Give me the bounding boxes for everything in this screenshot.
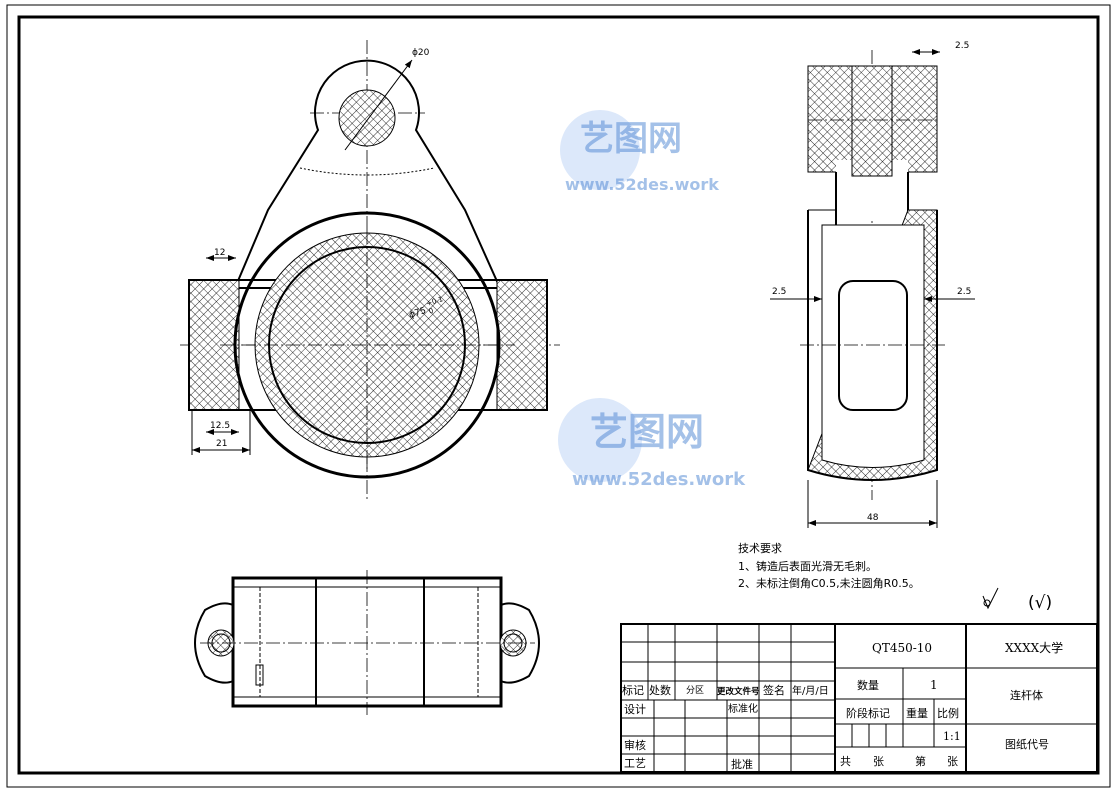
label-review: 审核 xyxy=(624,738,646,752)
svg-text:www.52des.work: www.52des.work xyxy=(565,175,719,194)
part-name: 连杆体 xyxy=(1010,688,1043,702)
label-standardize: 标准化 xyxy=(728,702,758,715)
roughness-icon xyxy=(982,587,999,610)
label-zone: 分区 xyxy=(686,685,704,696)
outer-border xyxy=(6,4,1111,788)
label-total: 共 xyxy=(840,755,851,768)
label-date: 年/月/日 xyxy=(792,684,829,697)
label-quantity: 数量 xyxy=(857,679,879,692)
quantity: 1 xyxy=(930,678,938,692)
label-signature: 签名 xyxy=(763,683,785,697)
dim-side-width: 48 xyxy=(867,513,879,523)
dim-lug-inner: 12.5 xyxy=(210,421,230,431)
material: QT450-10 xyxy=(872,641,932,655)
label-scale: 比例 xyxy=(937,706,959,720)
svg-text:www.52des.work: www.52des.work xyxy=(572,469,746,490)
drawing-code: 图纸代号 xyxy=(1005,738,1049,751)
label-process: 工艺 xyxy=(624,757,646,770)
drawing-frame xyxy=(17,15,1100,775)
dim-lug-width: 12 xyxy=(214,248,225,258)
dim-lug-total: 21 xyxy=(216,439,227,449)
scale: 1:1 xyxy=(943,730,961,743)
dim-bore-tol-lower: 0 xyxy=(428,307,435,316)
label-sheet-no: 第 xyxy=(915,754,926,768)
title-block: 标记 处数 分区 更改文件号 签名 年/月/日 设计 标准化 审核 工艺 批准 … xyxy=(620,623,1098,773)
label-weight: 重量 xyxy=(906,706,928,720)
label-approve: 批准 xyxy=(731,757,753,771)
dim-side-top-wall: 2.5 xyxy=(955,41,969,51)
label-mark: 标记 xyxy=(622,683,644,697)
label-sheets: 张 xyxy=(873,755,884,768)
side-view: 2.5 2.5 2.5 48 xyxy=(770,41,975,528)
technical-requirements: 技术要求 1、铸造后表面光滑无毛刺。 2、未标注倒角C0.5,未注圆角R0.5。… xyxy=(738,542,1052,613)
dim-boss-diameter: ϕ20 xyxy=(412,48,430,58)
top-view xyxy=(194,570,540,715)
dim-side-right-wall: 2.5 xyxy=(957,287,971,297)
roughness-symbol: (√) xyxy=(1028,593,1052,613)
tech-req-item2: 2、未标注倒角C0.5,未注圆角R0.5。 xyxy=(738,576,920,590)
label-sheet: 张 xyxy=(947,755,958,768)
dim-side-left-wall: 2.5 xyxy=(772,287,786,297)
svg-text:艺图网: 艺图网 xyxy=(590,410,704,454)
svg-text:艺图网: 艺图网 xyxy=(580,119,682,159)
label-stage: 阶段标记 xyxy=(846,706,890,720)
label-change-doc: 更改文件号 xyxy=(717,686,760,697)
tech-req-item1: 1、铸造后表面光滑无毛刺。 xyxy=(738,559,877,573)
label-count: 处数 xyxy=(649,684,671,697)
label-design: 设计 xyxy=(624,703,646,716)
front-view: ϕ20 12 12.5 21 ϕ75 +0.1 0 xyxy=(180,40,560,500)
watermark: 艺图网 www.52des.work 艺图网 www.52des.work xyxy=(558,110,746,490)
tech-req-title: 技术要求 xyxy=(738,542,782,555)
school-name: XXXX大学 xyxy=(1005,640,1063,655)
